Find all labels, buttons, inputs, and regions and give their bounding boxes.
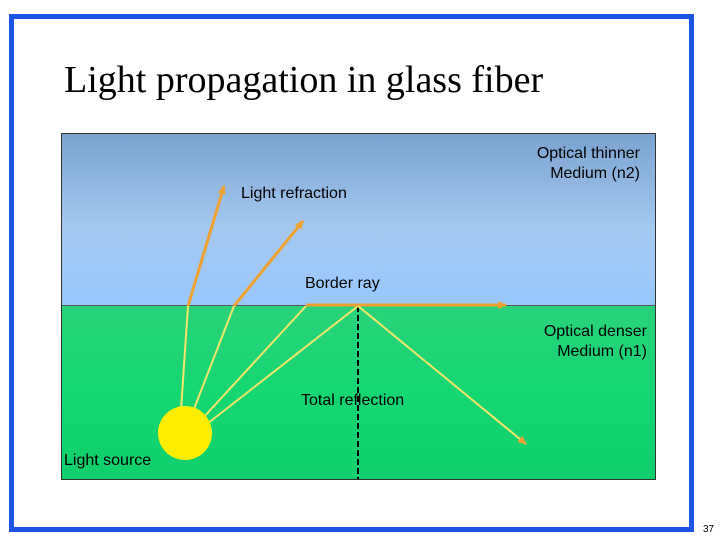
thinner-medium-line2: Medium (n2): [550, 165, 640, 182]
optical-thinner-medium: [62, 134, 655, 305]
thinner-medium-label: Optical thinner Medium (n2): [482, 144, 640, 184]
denser-medium-label: Optical denser Medium (n1): [482, 322, 647, 362]
page-number: 37: [703, 524, 715, 535]
incident-ray-3: [201, 305, 307, 420]
light-refraction-label: Light refraction: [241, 185, 347, 202]
refracted-ray-2: [232, 220, 305, 307]
fiber-diagram: Optical thinner Medium (n2) Light refrac…: [61, 133, 656, 480]
denser-medium-line1: Optical denser: [543, 323, 647, 340]
refracted-ray-1: [186, 185, 226, 307]
incident-ray-4: [206, 305, 359, 425]
denser-medium-line2: Medium (n1): [557, 343, 647, 360]
light-source-circle: [158, 406, 212, 460]
slide-frame: [9, 14, 694, 532]
reflected-ray: [357, 305, 527, 445]
thinner-medium-line1: Optical thinner: [536, 145, 640, 162]
total-reflection-label: Total reflection: [301, 392, 405, 409]
incident-ray-1: [180, 305, 189, 411]
incident-ray-2: [191, 305, 235, 415]
slide-title: Light propagation in glass fiber: [64, 59, 544, 101]
light-source-label: Light source: [64, 452, 152, 469]
border-ray-label: Border ray: [305, 275, 380, 292]
rays-svg: [158, 185, 527, 479]
